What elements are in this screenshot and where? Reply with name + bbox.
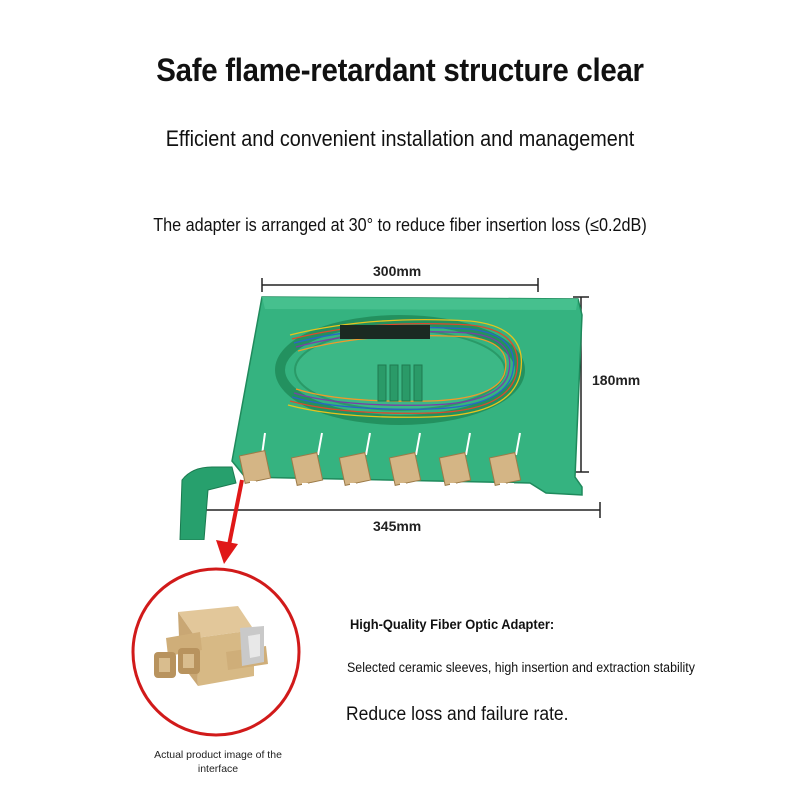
subheadline: Efficient and convenient installation an… <box>165 126 635 151</box>
image-note: Actual product image of the interface <box>154 749 282 775</box>
adapter-description: Selected ceramic sleeves, high insertion… <box>347 660 695 675</box>
fiber-splice-tray-image <box>179 296 583 540</box>
height-label: 180mm <box>592 372 641 388</box>
adapter-closeup-image <box>131 567 301 737</box>
bottom-width-label: 345mm <box>373 518 422 534</box>
red-arrow-icon <box>216 479 244 564</box>
top-width-label: 300mm <box>373 263 422 279</box>
angle-caption: The adapter is arranged at 30° to reduce… <box>153 215 647 235</box>
headline: Safe flame-retardant structure clear <box>156 52 644 88</box>
adapter-emphasis: Reduce loss and failure rate. <box>346 704 569 725</box>
adapter-title: High-Quality Fiber Optic Adapter: <box>350 616 555 632</box>
